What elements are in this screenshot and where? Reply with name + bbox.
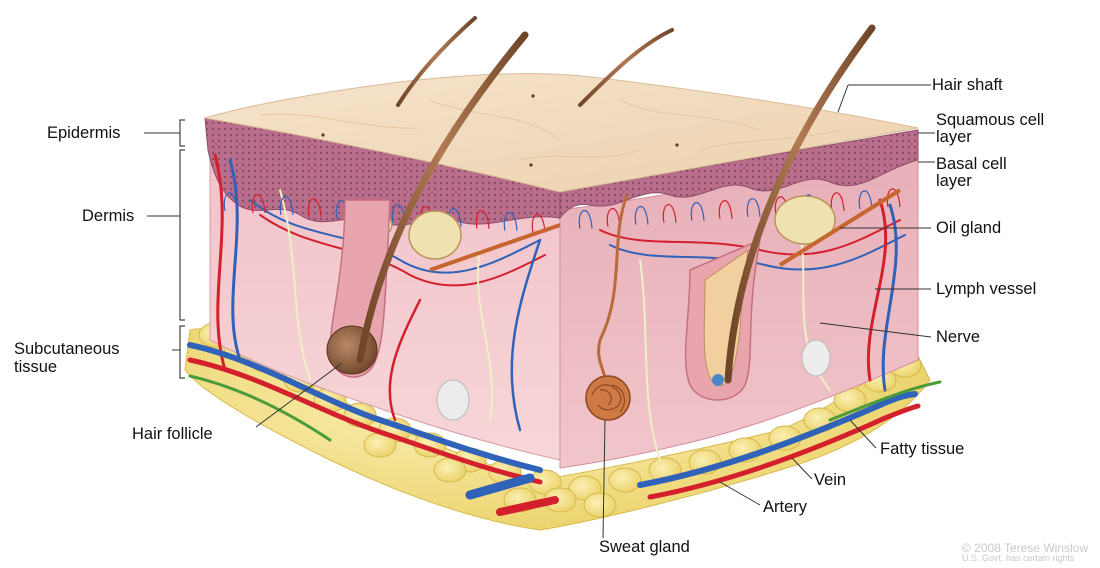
label-fatty-tissue: Fatty tissue: [880, 440, 964, 458]
label-vein: Vein: [814, 471, 846, 489]
label-dermis: Dermis: [82, 207, 134, 225]
label-epidermis: Epidermis: [47, 124, 120, 142]
label-sweat-gland: Sweat gland: [599, 538, 690, 556]
label-nerve: Nerve: [936, 328, 980, 346]
label-hair-shaft: Hair shaft: [932, 76, 1003, 94]
label-subcutaneous-2: tissue: [14, 358, 57, 376]
label-hair-follicle: Hair follicle: [132, 425, 213, 443]
credit-line-2: U.S. Govt. has certain rights: [962, 553, 1075, 563]
brackets: [180, 120, 185, 378]
label-artery: Artery: [763, 498, 807, 516]
label-squamous-1: Squamous cell: [936, 111, 1044, 129]
label-squamous-2: layer: [936, 128, 972, 146]
label-basal-1: Basal cell: [936, 155, 1007, 173]
label-subcutaneous-1: Subcutaneous: [14, 340, 120, 358]
label-basal-2: layer: [936, 172, 972, 190]
label-lymph-vessel: Lymph vessel: [936, 280, 1036, 298]
label-oil-gland: Oil gland: [936, 219, 1001, 237]
